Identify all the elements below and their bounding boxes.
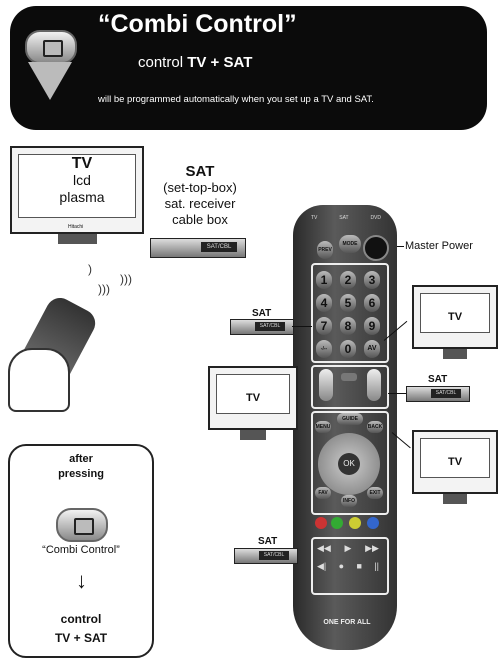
main-sat-box: SAT/CBL [150,238,246,258]
pause-icon[interactable]: || [374,561,379,571]
sat-left-pointer [292,326,312,327]
transport-row-1: ◀◀▶▶▶ [317,543,379,557]
sat-bottom-box: SAT/CBL [234,548,298,564]
main-sat-line1: (set-top-box) [163,180,237,195]
navigation-group [311,411,389,515]
blue-button[interactable] [367,517,379,529]
tv-right-bottom: TV [412,430,498,504]
hand-icon [8,348,70,412]
sat-right-box: SAT/CBL [406,386,470,402]
ir-wave-icon: ))) [120,272,132,286]
stop-icon[interactable]: ■ [356,561,362,571]
sat-left-label: SAT [252,308,272,319]
main-sat-line2: sat. receiver [164,196,236,211]
tv-left: TV [208,366,298,440]
transport-row-2: ◀| ● ■ || [317,561,379,575]
beam-icon [28,62,72,100]
digit-7-button[interactable]: 7 [316,317,332,335]
master-power-button[interactable] [363,235,389,261]
rewind-icon[interactable]: ◀◀ [317,543,331,553]
main-tv-text: TV lcd plasma [22,155,142,206]
mute-button[interactable] [341,373,357,381]
back-button[interactable]: BACK [367,421,383,433]
sat-right-pointer [388,393,406,394]
combi-control-button-icon [56,508,108,542]
combi-control-caption: “Combi Control” [42,544,120,556]
main-tv-line2: plasma [59,189,105,205]
info-button[interactable]: INFO [341,495,357,507]
tv-right-bottom-label: TV [447,456,463,468]
remote-brand: ONE FOR ALL [323,619,371,626]
combi-control-button-icon [25,30,77,64]
main-sat-title: SAT [185,163,215,180]
prev-button[interactable]: PREV [317,241,333,259]
play-icon[interactable]: ▶ [344,543,352,553]
after-pressing-heading: after pressing [58,453,104,480]
forward-icon[interactable]: ▶▶ [365,543,379,553]
ok-button[interactable]: OK [338,453,360,475]
tv-brand: Hitachi [68,224,84,230]
record-icon[interactable]: ● [338,561,345,571]
av-button[interactable]: AV [364,340,380,358]
green-button[interactable] [331,517,343,529]
main-tv-title: TV [71,155,93,172]
digit-6-button[interactable]: 6 [364,294,380,312]
main-sat-line3: cable box [172,212,228,227]
fav-button[interactable]: FAV [315,487,331,499]
ir-wave-icon: ) [88,262,92,276]
down-arrow-icon: ↓ [76,568,87,593]
digit-5-button[interactable]: 5 [340,294,356,312]
previous-icon[interactable]: ◀| [317,561,327,571]
digit-1-button[interactable]: 1 [316,271,332,289]
after-pressing-box: after pressing “Combi Control” ↓ control… [8,444,154,658]
banner-note: will be programmed automatically when yo… [98,94,374,105]
sat-left-display: SAT/CBL [255,322,285,331]
volume-rocker[interactable] [319,369,333,401]
exit-button[interactable]: EXIT [367,487,383,499]
sat-bottom-display: SAT/CBL [259,551,289,560]
tv-right-top: TV [412,285,498,359]
main-sat-text: SAT (set-top-box) sat. receiver cable bo… [150,164,250,228]
digit-9-button[interactable]: 9 [364,317,380,335]
transport-group [311,537,389,595]
yellow-button[interactable] [349,517,361,529]
channel-rocker[interactable] [367,369,381,401]
digit-0-button[interactable]: 0 [340,340,356,358]
mode-button[interactable]: MODE [339,235,361,253]
main-tv-line1: lcd [73,172,91,188]
digit-4-button[interactable]: 4 [316,294,332,312]
red-button[interactable] [315,517,327,529]
dash-button[interactable]: -/-- [316,340,332,358]
main-tv: Hitachi [10,146,144,244]
after-pressing-result: control TV + SAT [54,612,108,645]
banner-title: “Combi Control” [98,10,297,38]
sat-right-display: SAT/CBL [431,389,461,398]
volume-channel-group [311,365,389,409]
number-keys-group [311,263,389,363]
tv-right-top-label: TV [447,311,463,323]
digit-8-button[interactable]: 8 [340,317,356,335]
ir-wave-icon: ))) [98,282,110,296]
header-banner: “Combi Control” control TV + SAT will be… [10,6,487,130]
banner-subtitle: control TV + SAT [138,54,253,71]
sat-left-box: SAT/CBL [230,319,294,335]
main-sat-display: SAT/CBL [201,242,237,252]
sat-bottom-label: SAT [258,536,278,547]
master-power-label: Master Power [405,240,473,252]
guide-button[interactable]: GUIDE [337,413,363,425]
tv-left-label: TV [245,392,261,404]
menu-button[interactable]: MENU [315,421,331,433]
digit-3-button[interactable]: 3 [364,271,380,289]
sat-right-label: SAT [428,374,448,385]
direction-pad[interactable]: OK [318,433,380,495]
digit-2-button[interactable]: 2 [340,271,356,289]
